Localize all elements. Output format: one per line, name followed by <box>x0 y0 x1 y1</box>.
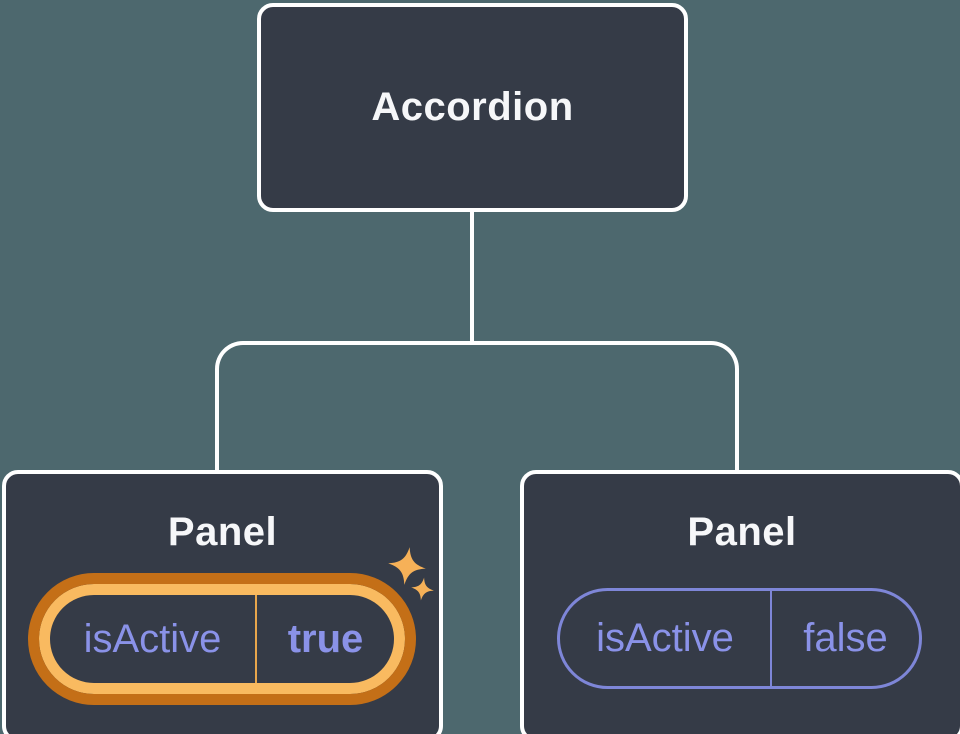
sparkle-icon <box>388 547 426 585</box>
sparkle-icon <box>411 577 434 601</box>
panel-title: Panel <box>687 510 797 554</box>
state-pill-inactive: isActive false <box>557 588 922 689</box>
panel-node-active: Panel isActive true <box>2 470 443 734</box>
state-prop-name: isActive <box>596 616 734 660</box>
state-prop-value: true <box>287 616 364 661</box>
connector-branch <box>215 341 739 478</box>
state-pill-active: isActive true <box>28 573 416 705</box>
connector-accordion-to-branch <box>470 208 474 345</box>
pill-divider <box>255 595 257 683</box>
panel-title: Panel <box>167 510 278 554</box>
pill-divider <box>770 591 772 686</box>
state-prop-value: false <box>803 616 888 660</box>
accordion-label: Accordion <box>371 85 574 129</box>
panel-node-inactive: Panel isActive false <box>520 470 960 734</box>
state-prop-name: isActive <box>83 616 222 661</box>
accordion-node: Accordion <box>257 3 688 212</box>
